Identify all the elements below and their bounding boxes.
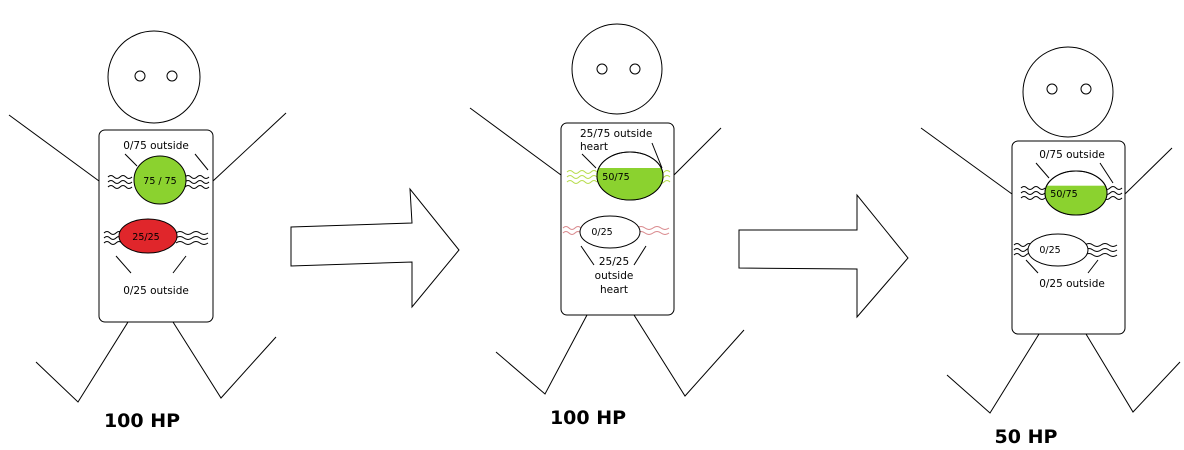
figure-3-left-leg — [946, 333, 1040, 414]
figure-2-right-leg — [633, 314, 745, 397]
figure-3-top-label: 0/75 outside — [1039, 149, 1105, 161]
figure-3-top-pointer-left — [1035, 162, 1050, 179]
figure-1-top-vessel-right-2 — [184, 180, 210, 184]
figure-3-top-vessel-left — [1020, 186, 1046, 190]
figure-3-right-arm — [1124, 147, 1173, 195]
figure-1-head — [107, 30, 201, 124]
figure-1-top-vessel-left-3 — [107, 185, 133, 189]
figure-3-bottom-vessel-right-3 — [1084, 253, 1118, 257]
figure-2-bottom-vessel-right-2 — [636, 231, 670, 235]
figure-3-bottom-label: 0/25 outside — [1039, 278, 1105, 290]
figure-2-right-arm — [673, 127, 722, 176]
figure-3-left-arm — [920, 127, 1013, 195]
figure-3-top-organ-outline — [1044, 170, 1108, 216]
figure-3-bottom-pointer-left — [1025, 259, 1039, 274]
figure-1-top-label: 0/75 outside — [123, 140, 189, 152]
figure-1-top-pointer-right — [194, 153, 209, 171]
figure-1-top-vessel-left-2 — [107, 180, 133, 184]
figure-3-bottom-organ-value: 0/25 — [1039, 245, 1060, 256]
figure-3-top-organ-value: 50/75 — [1050, 189, 1077, 200]
figure-1-bottom-vessel-right-3 — [175, 241, 209, 245]
figure-2-top-vessel-left-2 — [566, 175, 598, 179]
figure-3-right-eye — [1080, 83, 1092, 95]
figure-3-bottom-vessel-right — [1084, 243, 1118, 247]
figure-1-right-arm — [212, 112, 287, 182]
figure-3-right-leg — [1085, 333, 1181, 413]
figure-1-left-leg — [35, 321, 129, 403]
figure-1-bottom-organ-value: 25/25 — [132, 232, 159, 243]
figure-2-top-label-line1: 25/75 outside — [580, 128, 652, 140]
figure-3-top-vessel-left-3 — [1020, 196, 1046, 200]
figure-1-right-eye — [166, 70, 178, 82]
figure-1-bottom-organ — [118, 218, 178, 254]
figure-1-bottom-vessel-right-2 — [175, 236, 209, 240]
figure-2-head — [571, 23, 663, 115]
figure-2-left-arm — [469, 107, 562, 176]
figure-1-bottom-pointer-right — [172, 255, 187, 274]
figure-1-top-pointer-left — [124, 153, 138, 167]
figure-2-bottom-pointer-left — [580, 245, 595, 266]
figure-2-bottom-label-line3: heart — [600, 284, 628, 296]
figure-1-top-vessel-left — [107, 175, 133, 179]
figure-1-right-leg — [172, 321, 277, 399]
figure-3-top-vessel-left-2 — [1020, 191, 1046, 195]
figure-2-bottom-organ-value: 0/25 — [591, 227, 612, 238]
figure-1-left-arm — [8, 114, 100, 182]
figure-2-top-vessel-left — [566, 170, 598, 174]
figure-2-bottom-label-line2: outside — [595, 270, 634, 282]
figure-3-top-pointer-right — [1099, 162, 1114, 184]
right-arrow-icon — [738, 193, 909, 319]
figure-1-top-vessel-right-3 — [184, 185, 210, 189]
figure-2-top-vessel-left-3 — [566, 180, 598, 184]
figure-3-bottom-vessel-left — [1013, 243, 1033, 247]
figure-2-right-eye — [629, 63, 641, 75]
figure-3-bottom-organ — [1027, 233, 1089, 267]
figure-1-top-vessel-right — [184, 175, 210, 179]
figure-2-hp: 100 HP — [550, 407, 626, 429]
figure-2-left-eye — [596, 63, 608, 75]
figure-1-bottom-pointer-left — [115, 255, 132, 274]
figure-3-head — [1022, 46, 1114, 138]
figure-1-bottom-label: 0/25 outside — [123, 285, 189, 297]
figure-3-bottom-vessel-right-2 — [1084, 248, 1118, 252]
figure-2-bottom-organ — [579, 215, 641, 249]
figure-3-hp: 50 HP — [995, 426, 1058, 448]
figure-1-top-organ-value: 75 / 75 — [143, 176, 176, 187]
figure-2-top-pointer-right — [651, 142, 663, 169]
right-arrow-icon — [290, 187, 460, 309]
figure-2: 25/75 outside heart 50/75 0/25 25/25 out… — [469, 23, 745, 429]
figure-2-top-pointer-left — [581, 153, 597, 169]
figure-2-top-organ-outline — [596, 151, 664, 201]
figure-1-top-organ — [133, 155, 187, 205]
figure-2-left-leg — [495, 314, 588, 395]
figure-2-bottom-pointer-right — [633, 245, 647, 266]
figure-1-left-eye — [134, 70, 146, 82]
figure-1-bottom-vessel-right — [175, 231, 209, 235]
figure-1-hp: 100 HP — [104, 410, 180, 432]
figure-2-top-label-line2: heart — [580, 141, 608, 153]
figure-2-top-organ-value: 50/75 — [602, 172, 629, 183]
figure-2-bottom-vessel-right — [636, 226, 670, 230]
figure-3-left-eye — [1046, 83, 1058, 95]
figure-1: 0/75 outside 75 / 75 25/25 0/25 outside … — [8, 30, 287, 432]
figure-2-bottom-label-line1: 25/25 — [599, 256, 629, 268]
figure-3: 0/75 outside 50/75 0/25 0/25 outside 50 … — [920, 46, 1181, 448]
figure-3-bottom-pointer-right — [1087, 259, 1099, 274]
